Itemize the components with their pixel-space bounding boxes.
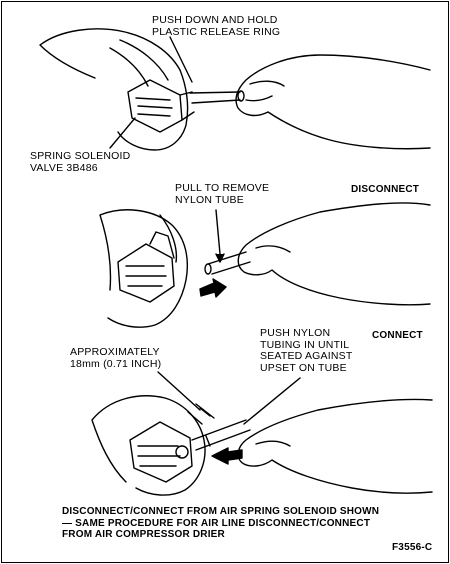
- callout-distance-line-1: APPROXIMATELY: [70, 346, 160, 358]
- callout-push-line-1: PUSH NYLON: [260, 327, 331, 339]
- leader-distance: [157, 371, 201, 411]
- right-hand-middle: [237, 202, 431, 306]
- solenoid-valve-bottom: [129, 421, 193, 483]
- dimension-mark: [187, 403, 215, 425]
- callout-distance: APPROXIMATELY 18mm (0.71 INCH): [70, 346, 162, 370]
- left-hand-bottom: [91, 395, 206, 496]
- callout-valve-line-1: SPRING SOLENOID: [30, 150, 131, 162]
- caption-line-1: DISCONNECT/CONNECT FROM AIR SPRING SOLEN…: [62, 506, 380, 517]
- callout-valve: SPRING SOLENOID VALVE 3B486: [30, 150, 131, 174]
- nylon-tube-bottom: [191, 419, 251, 451]
- caption-line-2: — SAME PROCEDURE FOR AIR LINE DISCONNECT…: [62, 517, 371, 529]
- callout-push-line-4: UPSET ON TUBE: [260, 361, 347, 374]
- left-hand-top: [39, 28, 189, 151]
- push-arrow: [211, 447, 243, 465]
- solenoid-valve-top: [127, 79, 183, 133]
- callout-release-ring-line-1: PUSH DOWN AND HOLD: [152, 14, 278, 26]
- top-panel-illustration: [39, 28, 431, 151]
- callout-pull-line-1: PULL TO REMOVE: [175, 182, 270, 194]
- middle-panel-illustration: [99, 202, 431, 328]
- nylon-tube-middle: [207, 251, 251, 275]
- left-hand-middle: [99, 209, 189, 328]
- nylon-tube-top: [189, 91, 241, 104]
- callout-pull-line-2: NYLON TUBE: [175, 193, 244, 206]
- leader-push: [243, 377, 301, 425]
- callout-push-line-2: TUBING IN UNTIL: [260, 338, 350, 351]
- callout-distance-line-2: 18mm (0.71 INCH): [70, 357, 162, 370]
- leader-pull: [215, 209, 221, 255]
- pull-arrow: [199, 278, 227, 298]
- callout-push-line-3: SEATED AGAINST: [260, 350, 353, 362]
- leader-valve: [109, 117, 136, 149]
- solenoid-valve-middle: [117, 243, 175, 303]
- right-hand-bottom: [237, 398, 433, 494]
- callout-release-ring: PUSH DOWN AND HOLD PLASTIC RELEASE RING: [152, 14, 281, 38]
- figure-caption: DISCONNECT/CONNECT FROM AIR SPRING SOLEN…: [62, 506, 379, 541]
- callout-valve-line-2: VALVE 3B486: [30, 161, 98, 174]
- callout-push: PUSH NYLON TUBING IN UNTIL SEATED AGAINS…: [260, 327, 353, 374]
- caption-line-3: FROM AIR COMPRESSOR DRIER: [62, 529, 225, 540]
- bottom-panel-illustration: [91, 371, 433, 496]
- figure-id: F3556-C: [392, 542, 433, 553]
- callout-release-ring-line-2: PLASTIC RELEASE RING: [152, 25, 281, 38]
- right-hand-top: [235, 54, 431, 150]
- leader-release-ring: [169, 36, 193, 83]
- header-connect: CONNECT: [372, 330, 423, 341]
- header-disconnect: DISCONNECT: [351, 184, 420, 195]
- callout-pull: PULL TO REMOVE NYLON TUBE: [175, 182, 270, 206]
